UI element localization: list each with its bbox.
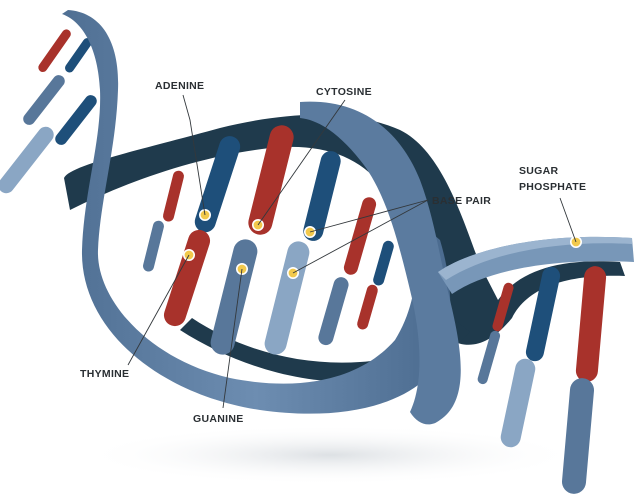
base-pair-1: [142, 170, 185, 273]
label-adenine: ADENINE: [155, 80, 204, 92]
label-sugar-line2: PHOSPHATE: [519, 181, 586, 193]
label-sugar-line1: SUGAR: [519, 165, 559, 177]
label-cytosine: CYTOSINE: [316, 86, 372, 98]
label-guanine: GUANINE: [193, 413, 244, 425]
label-thymine: THYMINE: [80, 368, 129, 380]
front-strand: [62, 10, 634, 424]
label-base-pair: BASE PAIR: [432, 195, 491, 207]
